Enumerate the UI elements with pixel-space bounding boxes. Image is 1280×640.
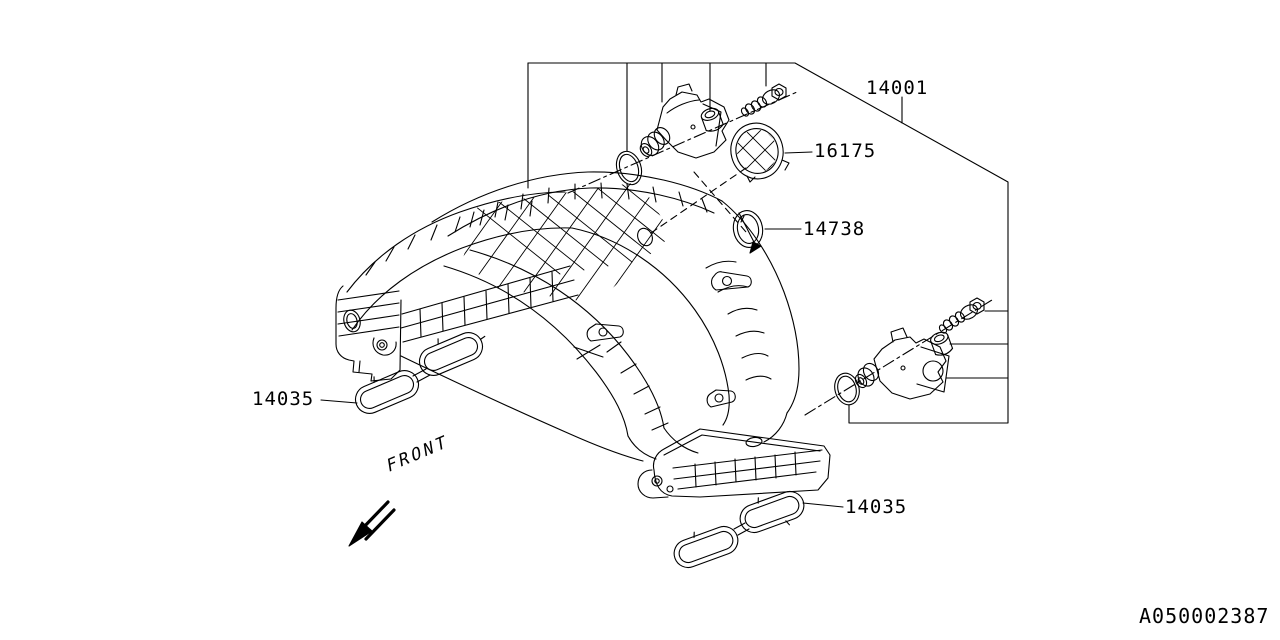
bottom-flange: [637, 428, 831, 499]
upper-valve-assembly-drawing: [615, 83, 787, 186]
gasket-pair-left-drawing: [354, 332, 486, 414]
part-label-16175[interactable]: 16175: [814, 140, 877, 162]
bushing-upper-drawing: [700, 107, 724, 132]
part-label-14001[interactable]: 14001: [866, 77, 929, 99]
callout-bracket-lines: [527, 62, 1009, 424]
intake-manifold-drawing: [335, 171, 831, 499]
part-label-14738[interactable]: 14738: [803, 218, 866, 240]
leader-16175: [784, 151, 813, 154]
leader-14035-left: [320, 399, 358, 404]
part-label-14035-bottom[interactable]: 14035: [845, 496, 908, 518]
rear-arch-ribs: [469, 182, 708, 228]
leader-14035-bottom: [802, 502, 844, 508]
valve-body-upper-drawing: [639, 83, 730, 159]
bolt-lower-drawing: [938, 297, 985, 334]
right-bank-ribs: [705, 260, 772, 381]
o-ring-upper-drawing: [615, 150, 643, 186]
gasket-pair-bottom-drawing: [673, 490, 805, 569]
bushing-lower-drawing: [930, 331, 954, 356]
part-leader-lines: [320, 151, 844, 508]
clamp-drawing: [732, 210, 764, 254]
assembly-axis-lines: [567, 91, 993, 416]
mid-runner-ribs: [606, 341, 669, 431]
front-face-ladder: [400, 265, 579, 343]
lower-valve-assembly-drawing: [834, 297, 985, 406]
mount-tabs: [586, 271, 752, 408]
bolt-upper-drawing: [740, 83, 787, 117]
dashed-position-lines: [647, 167, 747, 236]
front-arrow-icon: [348, 500, 396, 547]
drawing-number: A050002387: [1139, 604, 1270, 628]
part-label-14035-left[interactable]: 14035: [252, 388, 315, 410]
